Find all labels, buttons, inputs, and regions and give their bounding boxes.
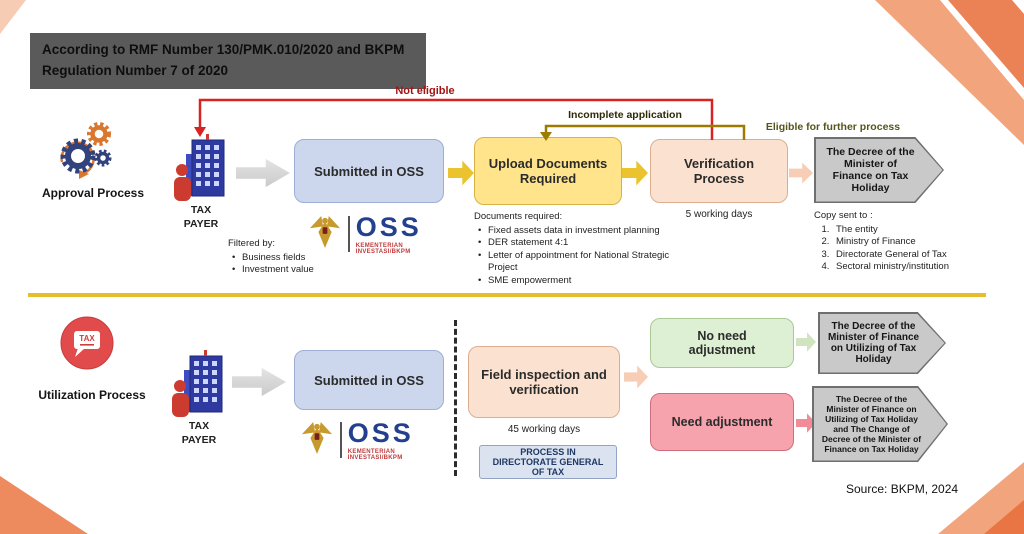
submitted-in-oss-box: Submitted in OSS bbox=[294, 350, 444, 410]
verification-process-box: Verification Process bbox=[650, 139, 788, 203]
approval-process-label: Approval Process bbox=[41, 186, 145, 200]
taxpayer-label: TAX PAYER bbox=[181, 420, 217, 446]
copy-sent-item: Directorate General of Tax bbox=[832, 249, 974, 262]
flow-arrow-icon bbox=[622, 160, 648, 186]
filtered-by-item: Business fields bbox=[232, 252, 328, 265]
copy-sent-item: Ministry of Finance bbox=[832, 236, 974, 249]
copy-sent-item: The entity bbox=[832, 224, 974, 237]
decoration-bottom-right-band1 bbox=[938, 462, 1024, 534]
incomplete-application-label: Incomplete application bbox=[568, 109, 682, 121]
documents-required-item: SME empowerment bbox=[478, 275, 682, 288]
taxpayer-building-icon bbox=[170, 348, 228, 423]
decree-tax-holiday-label: The Decree of the Minister of Finance on… bbox=[826, 146, 915, 194]
flow-arrow-icon bbox=[789, 162, 813, 184]
documents-required-note: Documents required: Fixed assets data in… bbox=[474, 211, 682, 287]
oss-wordmark: OSS bbox=[347, 417, 414, 448]
flow-arrow-icon bbox=[236, 158, 290, 188]
decoration-top-right-band2 bbox=[948, 0, 1024, 88]
taxpayer-building-icon bbox=[172, 132, 230, 207]
oss-logo: OSS KEMENTERIAN INVESTASI/BKPM bbox=[300, 416, 440, 464]
flow-arrow-icon bbox=[624, 365, 648, 389]
source-credit: Source: BKPM, 2024 bbox=[846, 482, 959, 496]
gears-process-icon bbox=[52, 118, 116, 180]
field-inspection-box: Field inspection and verification bbox=[468, 346, 620, 418]
flow-arrow-icon bbox=[232, 367, 286, 397]
verification-days-note: 5 working days bbox=[685, 209, 753, 220]
oss-logo-divider bbox=[340, 422, 342, 458]
copy-sent-title: Copy sent to : bbox=[814, 210, 873, 221]
oss-ministry-label: KEMENTERIAN INVESTASI/BKPM bbox=[347, 448, 403, 461]
flow-arrow-icon bbox=[448, 160, 474, 186]
garuda-emblem-icon bbox=[300, 419, 334, 462]
not-eligible-label: Not eligible bbox=[395, 85, 455, 97]
documents-required-title: Documents required: bbox=[474, 211, 563, 222]
decree-change-label: The Decree of the Minister of Finance on… bbox=[821, 393, 922, 455]
utilization-process-label: Utilization Process bbox=[38, 388, 146, 402]
documents-required-item: Fixed assets data in investment planning bbox=[478, 225, 682, 238]
decree-tax-holiday-shape: The Decree of the Minister of Finance on… bbox=[814, 137, 944, 203]
filtered-by-title: Filtered by: bbox=[228, 238, 275, 249]
tax-mail-icon: TAX bbox=[60, 316, 114, 375]
oss-wordmark: OSS bbox=[355, 211, 422, 242]
garuda-emblem-icon bbox=[308, 213, 342, 256]
filtered-by-item: Investment value bbox=[232, 264, 328, 277]
flow-arrow-icon bbox=[796, 332, 816, 352]
copy-sent-note: Copy sent to : The entity Ministry of Fi… bbox=[814, 210, 974, 274]
need-adjustment-box: Need adjustment bbox=[650, 393, 794, 451]
decoration-bottom-right-band2 bbox=[984, 500, 1024, 534]
section-divider bbox=[28, 293, 986, 297]
svg-text:TAX: TAX bbox=[79, 334, 95, 343]
oss-ministry-label: KEMENTERIAN INVESTASI/BKPM bbox=[355, 242, 411, 255]
filtered-by-note: Filtered by: Business fields Investment … bbox=[228, 238, 328, 277]
submitted-in-oss-box: Submitted in OSS bbox=[294, 139, 444, 203]
decoration-bottom-left bbox=[0, 476, 88, 534]
decree-change-shape: The Decree of the Minister of Finance on… bbox=[812, 386, 948, 462]
documents-required-item: Letter of appointment for National Strat… bbox=[478, 250, 682, 275]
oss-logo-divider bbox=[348, 216, 350, 252]
decree-utilizing-label: The Decree of the Minister of Finance on… bbox=[827, 321, 920, 365]
oss-logo: OSS KEMENTERIAN INVESTASI/BKPM bbox=[308, 210, 448, 258]
eligible-label: Eligible for further process bbox=[765, 121, 901, 133]
no-need-adjustment-box: No need adjustment bbox=[650, 318, 794, 368]
decree-utilizing-shape: The Decree of the Minister of Finance on… bbox=[818, 312, 946, 374]
taxpayer-label: TAX PAYER bbox=[183, 204, 219, 230]
field-days-note: 45 working days bbox=[507, 424, 581, 435]
upload-documents-box: Upload Documents Required bbox=[474, 137, 622, 205]
copy-sent-item: Sectoral ministry/institution bbox=[832, 261, 974, 274]
page-title: According to RMF Number 130/PMK.010/2020… bbox=[30, 33, 426, 89]
process-in-dgt-note: PROCESS IN DIRECTORATE GENERAL OF TAX bbox=[479, 445, 617, 479]
documents-required-item: DER statement 4:1 bbox=[478, 237, 682, 250]
jurisdiction-dashed-divider bbox=[454, 320, 457, 476]
decoration-top-left bbox=[0, 0, 26, 34]
